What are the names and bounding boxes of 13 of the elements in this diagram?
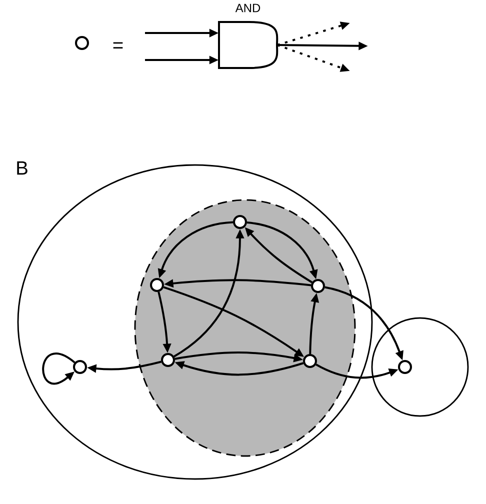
- node-circle: [303, 354, 317, 368]
- panel-label: B: [17, 161, 28, 175]
- circle-boundary: [371, 317, 469, 417]
- node-circle: [75, 36, 89, 50]
- node-circle: [73, 360, 87, 374]
- dashed-circle: [134, 199, 356, 457]
- and-gate: AND: [218, 4, 278, 69]
- node-circle: [233, 215, 247, 229]
- equals-sign: =: [113, 42, 123, 48]
- node-circle: [150, 278, 164, 292]
- arrow: [42, 352, 76, 384]
- node-circle: [398, 360, 412, 374]
- node-label: AND: [235, 4, 260, 12]
